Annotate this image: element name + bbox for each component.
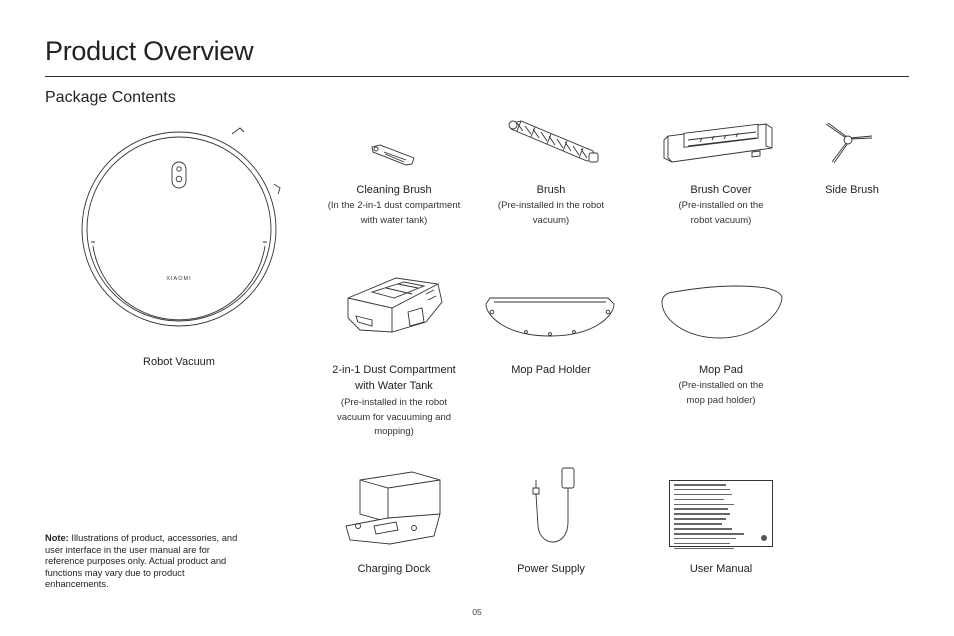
page-title: Product Overview (45, 36, 254, 66)
dust-compartment-label-line2: with Water Tank (355, 380, 433, 392)
mop-pad-note-line1: (Pre-installed on the (678, 380, 764, 391)
brush-cover-label: Brush Cover (690, 184, 752, 196)
brush-cover-note-line2: robot vacuum) (690, 215, 752, 226)
mop-pad-illustration (658, 282, 784, 340)
dust-compartment-note-line1: (Pre-installed in the robot (340, 397, 448, 408)
user-manual-illustration (669, 480, 773, 550)
section-heading: Package Contents (45, 89, 176, 106)
mop-pad-label: Mop Pad (698, 364, 744, 376)
brush-illustration (505, 117, 601, 165)
cleaning-brush-note-line1: (In the 2-in-1 dust compartment (327, 200, 461, 211)
dust-compartment-note-line3: mopping) (374, 426, 414, 437)
power-supply-illustration (530, 466, 586, 550)
mop-pad-holder-label: Mop Pad Holder (511, 364, 591, 376)
robot-vacuum-logo: XIAOMI (166, 276, 192, 282)
note-text: Note: Illustrations of product, accessor… (45, 533, 245, 591)
cleaning-brush-label: Cleaning Brush (356, 184, 432, 196)
title-divider (45, 76, 909, 77)
side-brush-illustration (822, 120, 874, 164)
dust-compartment-note-line2: vacuum for vacuuming and (336, 412, 452, 423)
brush-note-line2: vacuum) (532, 215, 570, 226)
charging-dock-illustration (344, 470, 444, 546)
cleaning-brush-illustration (368, 143, 418, 169)
note-body: Illustrations of product, accessories, a… (45, 533, 238, 589)
brush-label: Brush (536, 184, 566, 196)
mop-pad-holder-illustration (484, 294, 616, 340)
mop-pad-note-line2: mop pad holder) (686, 395, 756, 406)
note-prefix: Note: (45, 533, 69, 543)
user-manual-label: User Manual (689, 563, 753, 575)
brush-cover-note-line1: (Pre-installed on the (678, 200, 764, 211)
page-number: 05 (472, 607, 482, 617)
brush-cover-illustration (662, 120, 774, 168)
dust-compartment-label-line1: 2-in-1 Dust Compartment (332, 364, 456, 376)
side-brush-label: Side Brush (825, 184, 879, 196)
power-supply-label: Power Supply (517, 563, 585, 575)
robot-vacuum-illustration (82, 118, 287, 340)
robot-vacuum-label: Robot Vacuum (143, 356, 215, 368)
charging-dock-label: Charging Dock (357, 563, 431, 575)
cleaning-brush-note-line2: with water tank) (360, 215, 428, 226)
brush-note-line1: (Pre-installed in the robot (497, 200, 605, 211)
dust-compartment-illustration (342, 272, 446, 336)
